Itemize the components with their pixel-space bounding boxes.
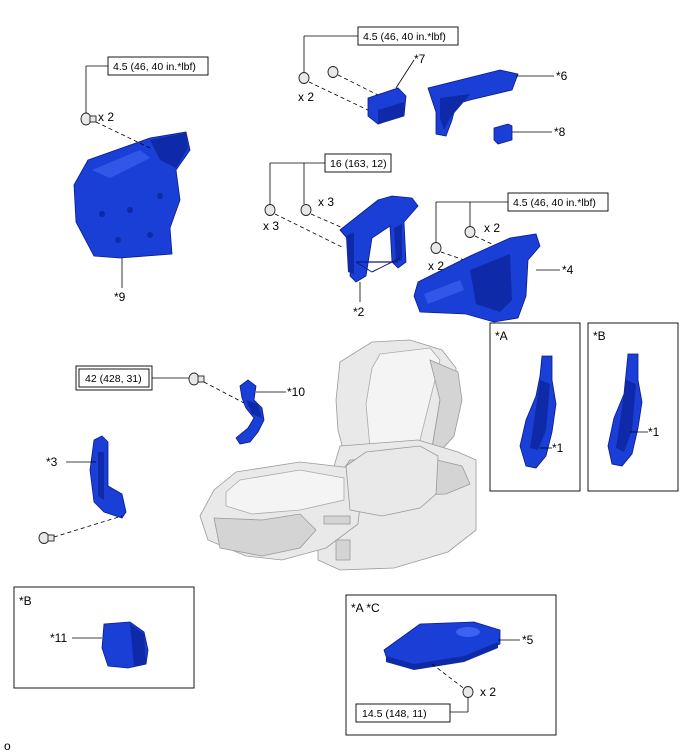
qty-7: x 2	[298, 90, 314, 104]
torque-7: 4.5 (46, 40 in.*lbf)	[363, 31, 446, 43]
seat-assembly	[199, 339, 477, 571]
qty-5: x 2	[480, 685, 496, 699]
label-part-6: *6	[556, 69, 568, 83]
bolt-part-2b	[300, 204, 312, 216]
part-2-frame	[339, 195, 419, 283]
qty-4a: x 2	[428, 259, 444, 273]
screw-part-3	[38, 532, 55, 544]
torque-box-10	[78, 368, 150, 388]
label-part-9: *9	[114, 290, 126, 304]
label-part-2: *2	[353, 305, 365, 319]
torque-2: 16 (163, 12)	[330, 158, 387, 170]
part-7-clip	[367, 87, 407, 125]
torque-4: 4.5 (46, 40 in.*lbf)	[513, 197, 596, 209]
part-11-cover	[101, 621, 149, 669]
torque-box-9	[107, 56, 209, 76]
bolt-part-5	[462, 686, 474, 698]
torque-5: 14.5 (148, 11)	[362, 708, 427, 720]
bolt-part-4b	[464, 226, 476, 238]
label-part-5: *5	[522, 633, 534, 647]
label-part-10: *10	[287, 385, 305, 399]
part-3-cover	[89, 435, 127, 519]
figure-code: o	[4, 739, 11, 753]
variant-label-AC: *A *C	[351, 601, 380, 615]
part-10-belt-anchor	[235, 379, 265, 445]
part-5-tray	[383, 621, 501, 670]
torque-box-5	[355, 703, 451, 723]
torque-9: 4.5 (46, 40 in.*lbf)	[113, 61, 196, 73]
qty-4b: x 2	[484, 221, 500, 235]
label-part-11: *11	[50, 631, 67, 645]
label-part-3: *3	[46, 455, 58, 469]
part-9-back-panel	[73, 131, 191, 259]
qty-2a: x 3	[263, 219, 279, 233]
label-part-8: *8	[554, 125, 566, 139]
part-4-panel	[413, 233, 541, 323]
variant-label-B2: *B	[19, 594, 32, 608]
label-part-7: *7	[414, 52, 426, 66]
part-1-variant-A	[519, 355, 557, 469]
qty-9: x 2	[98, 110, 114, 124]
bolt-part-9	[80, 112, 97, 126]
label-part-1a: *1	[552, 441, 564, 455]
bolt-part-7a	[298, 72, 310, 84]
part-6-trim	[427, 69, 519, 137]
part-8-clip	[493, 123, 513, 145]
bolt-part-10	[188, 372, 205, 386]
bolt-part-4a	[430, 242, 442, 254]
torque-10: 42 (428, 31)	[85, 373, 142, 385]
variant-label-A: *A	[495, 329, 508, 343]
variant-label-B: *B	[593, 329, 606, 343]
label-part-4: *4	[562, 263, 574, 277]
label-part-1b: *1	[648, 425, 660, 439]
bolt-part-2a	[264, 204, 276, 216]
qty-2b: x 3	[318, 195, 334, 209]
bolt-part-7b	[327, 66, 339, 78]
part-1-variant-B	[607, 353, 643, 467]
